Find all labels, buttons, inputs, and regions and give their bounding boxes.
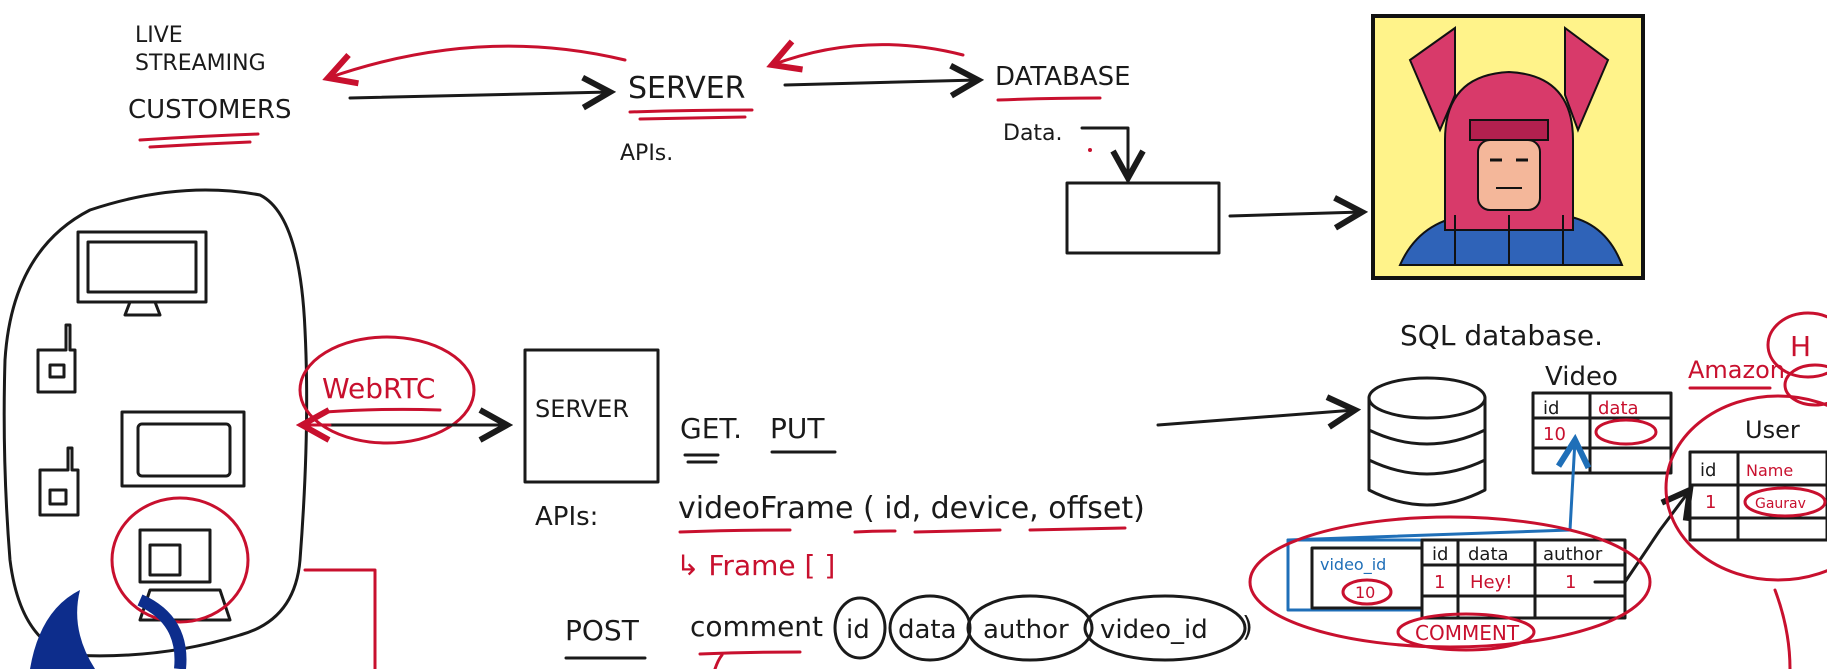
data-arrow bbox=[1080, 126, 1128, 178]
data-box bbox=[1065, 181, 1221, 255]
database-to-server-arrow bbox=[772, 45, 965, 65]
clients-blob bbox=[2, 188, 309, 658]
monitor-icon bbox=[76, 230, 208, 317]
comment-arrow-stub bbox=[713, 653, 724, 669]
bottom-apis-label: APIs: bbox=[535, 502, 598, 532]
phone-icon bbox=[36, 323, 77, 394]
bottom-server-label: SERVER bbox=[535, 395, 629, 423]
sql-database-title: SQL database. bbox=[1400, 319, 1603, 352]
top-database-label: DATABASE bbox=[995, 62, 1131, 92]
laptop-icon bbox=[138, 528, 232, 622]
put-label: PUT bbox=[770, 412, 825, 445]
server-underline-2 bbox=[638, 115, 747, 121]
customers-underline-2 bbox=[148, 140, 252, 149]
top-data-label: Data. bbox=[1003, 121, 1063, 146]
comment-row-video-id: 10 bbox=[1355, 583, 1375, 602]
galactus-image bbox=[1371, 14, 1645, 280]
comment-header-id: id bbox=[1432, 544, 1448, 565]
webrtc-underline bbox=[323, 407, 442, 414]
comment-header-video-id: video_id bbox=[1320, 555, 1386, 575]
comment-row-id: 1 bbox=[1434, 572, 1445, 593]
red-dot bbox=[1088, 148, 1092, 152]
comment-video-id-highlight bbox=[1341, 578, 1393, 606]
top-apis-label: APIs. bbox=[620, 141, 673, 166]
post-label: POST bbox=[565, 614, 640, 647]
offset-underline bbox=[1028, 526, 1127, 532]
frame-return-label: ↳ Frame [ ] bbox=[676, 549, 835, 582]
database-cylinder-icon bbox=[1367, 376, 1487, 507]
comment-table-highlight bbox=[1248, 515, 1652, 649]
comment-header-author: author bbox=[1543, 544, 1603, 565]
top-right-circle bbox=[1766, 311, 1827, 379]
param-id: id bbox=[846, 615, 870, 645]
user-table: id Name 1 Gaurav bbox=[1688, 450, 1827, 542]
server-underline bbox=[628, 108, 754, 114]
comment-table: video_id 10 id data author 1 Hey! 1 COMM… bbox=[1248, 440, 1690, 652]
device-underline bbox=[913, 528, 1002, 534]
video-frame-call: videoFrame ( id, device, offset) bbox=[678, 491, 1145, 526]
database-underline bbox=[996, 96, 1102, 102]
video-table-title: Video bbox=[1545, 362, 1618, 392]
param-video-id-circle bbox=[1083, 594, 1247, 662]
top-server-label: SERVER bbox=[628, 71, 746, 106]
customers-line1: LIVE bbox=[135, 23, 183, 48]
top-right-circle-2 bbox=[1783, 363, 1827, 407]
webrtc-circle bbox=[298, 335, 476, 445]
data-box-to-poster-arrow bbox=[1228, 212, 1362, 216]
customers-line2: STREAMING bbox=[135, 51, 266, 76]
param-data: data bbox=[898, 615, 957, 645]
comment-label-circle bbox=[1396, 612, 1536, 652]
get-label: GET. bbox=[680, 412, 742, 445]
user-header-name: Name bbox=[1746, 461, 1793, 480]
customers-to-server-arrow bbox=[348, 92, 610, 98]
server-to-db-arrow bbox=[1156, 410, 1355, 425]
customers-underline bbox=[138, 132, 260, 142]
comment-fn-label: comment bbox=[690, 610, 823, 643]
user-connector bbox=[1773, 588, 1792, 669]
user-row-id: 1 bbox=[1705, 492, 1716, 513]
phone-icon-2 bbox=[38, 446, 80, 517]
laptop-highlight-circle bbox=[110, 496, 250, 624]
param-author: author bbox=[983, 615, 1069, 645]
param-data-circle bbox=[888, 594, 972, 662]
user-header-id: id bbox=[1700, 460, 1716, 481]
param-video-id: video_id bbox=[1100, 615, 1208, 645]
user-table-highlight bbox=[1664, 394, 1827, 582]
param-author-circle bbox=[966, 594, 1094, 662]
logo-icon bbox=[30, 590, 187, 669]
customers-line3: CUSTOMERS bbox=[128, 95, 291, 125]
server-to-customers-arrow bbox=[328, 44, 627, 78]
videoframe-underline bbox=[678, 528, 792, 534]
video-header-id: id bbox=[1543, 398, 1559, 419]
video-table: id data 10 bbox=[1531, 391, 1673, 475]
bottom-server-box bbox=[523, 348, 660, 484]
comment-row-author: 1 bbox=[1565, 572, 1576, 593]
user-name-highlight bbox=[1743, 486, 1827, 518]
user-table-title: User bbox=[1745, 416, 1800, 444]
video-data-highlight bbox=[1594, 418, 1658, 446]
top-right-letter: H bbox=[1790, 330, 1811, 363]
live-streaming-customers-label: LIVE STREAMING CUSTOMERS bbox=[128, 23, 291, 125]
comment-row-data: Hey! bbox=[1470, 572, 1512, 593]
amazon-label: Amazon bbox=[1688, 356, 1785, 384]
video-row-id: 10 bbox=[1543, 424, 1566, 445]
id-underline bbox=[853, 529, 897, 534]
comment-table-label: COMMENT bbox=[1415, 621, 1520, 645]
param-id-circle bbox=[833, 596, 887, 660]
video-header-data: data bbox=[1598, 398, 1639, 419]
comment-underline bbox=[698, 650, 802, 656]
laptop-connector bbox=[303, 568, 377, 669]
close-paren: ) bbox=[1242, 610, 1253, 643]
server-to-database-arrow bbox=[783, 80, 978, 85]
webrtc-label: WebRTC bbox=[322, 372, 435, 405]
author-fk-arrow bbox=[1593, 490, 1690, 584]
tablet-icon bbox=[120, 410, 246, 488]
comment-header-data: data bbox=[1468, 544, 1509, 565]
user-row-name: Gaurav bbox=[1755, 496, 1806, 512]
